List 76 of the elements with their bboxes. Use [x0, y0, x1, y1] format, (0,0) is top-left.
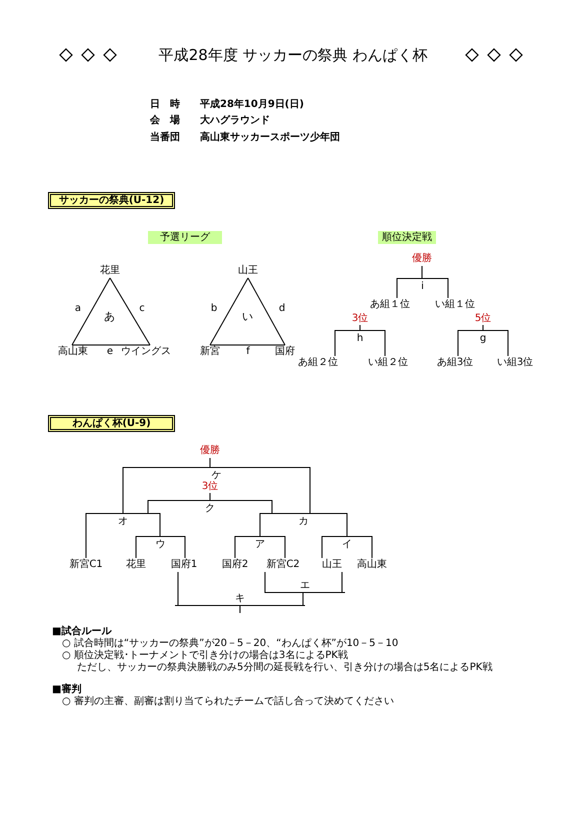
triangle-side: [72, 278, 110, 346]
result-label: 5位: [471, 312, 495, 325]
bracket-match-label: エ: [265, 580, 345, 593]
edge-label: c: [137, 302, 147, 314]
info-label: 会 場: [150, 115, 180, 127]
team-name: 山王: [233, 264, 263, 278]
bracket-match-label: カ: [260, 513, 347, 526]
team-name: 花里: [122, 558, 150, 572]
section-heading: サッカーの祭典(U-12): [48, 192, 175, 209]
bracket-line: [346, 512, 348, 536]
rules-heading: ■審判: [52, 684, 82, 696]
triangle-side: [210, 278, 248, 346]
rule-text: ただし、サッカーの祭典決勝戦のみ5分間の延長戦を行い、引き分けの場合は5名によるPK戦: [77, 662, 492, 674]
bracket-match-label: ウ: [136, 536, 185, 549]
section-heading: わんぱく杯(U-9): [48, 415, 175, 432]
bracket-match-label: ケ: [123, 467, 310, 480]
team-name: い組3位: [492, 356, 538, 370]
team-name: 花里: [95, 264, 125, 278]
info-value: 高山東サッカースポーツ少年団: [200, 132, 340, 144]
triangle-side: [110, 278, 150, 346]
team-name: 国府1: [164, 558, 204, 572]
team-name: 新宮C2: [262, 558, 304, 572]
team-name: い組２位: [365, 356, 411, 370]
bracket-match-label: g: [458, 330, 508, 343]
team-name: 新宮: [196, 345, 224, 359]
info-value: 大ハグラウンド: [200, 115, 270, 127]
bracket-match-label: ア: [235, 536, 285, 549]
bracket-line: [396, 278, 398, 298]
edge-label: d: [277, 302, 287, 314]
page-title: 平成28年度 サッカーの祭典 わんぱく杯: [158, 46, 428, 64]
team-name: あ組１位: [367, 298, 413, 312]
bracket-match-label: キ: [175, 594, 305, 606]
bracket-match-label: イ: [322, 536, 372, 549]
triangle-side: [248, 278, 286, 346]
result-label: 優勝: [407, 252, 437, 266]
subheading-label: 順位決定戦: [378, 231, 436, 244]
team-name: 高山東: [55, 345, 91, 359]
rule-text: ○ 審判の主審、副審は割り当てられたチームで話し合って決めてください: [62, 696, 394, 708]
team-name: 新宮C1: [66, 558, 106, 572]
result-label: 3位: [198, 480, 222, 493]
team-name: ウイングス: [118, 345, 174, 359]
edge-label: a: [73, 302, 83, 314]
bracket-line: [284, 536, 286, 558]
rule-text: ○ 試合時間は“サッカーの祭典”が20－5－20、“わんぱく杯”が10－5－10: [62, 638, 398, 650]
result-label: 3位: [348, 312, 372, 325]
info-label: 当番団: [150, 132, 180, 144]
info-label: 日 時: [150, 99, 180, 111]
triangle-side: [72, 344, 150, 346]
team-name: い組１位: [432, 298, 478, 312]
bracket-line: [302, 592, 304, 606]
rule-text: ○ 順位決定戦･トーナメントで引き分けの場合は3名によるPK戦: [62, 650, 348, 662]
team-name: あ組3位: [432, 356, 478, 370]
bracket-line: [264, 572, 266, 594]
bracket-line: [334, 330, 336, 356]
group-letter: い: [242, 311, 253, 323]
team-name: 山王: [318, 558, 346, 572]
info-value: 平成28年10月9日(日): [200, 99, 304, 111]
triangle-side: [210, 344, 286, 346]
bracket-line: [234, 536, 236, 558]
bracket-line: [122, 466, 124, 514]
bracket-match-label: オ: [86, 513, 160, 526]
bracket-match-label: ク: [148, 500, 272, 513]
team-name: あ組２位: [295, 356, 341, 370]
edge-label: b: [209, 302, 219, 314]
bracket-line: [184, 536, 186, 558]
rules-heading: ■試合ルール: [52, 626, 112, 638]
bracket-line: [482, 324, 484, 330]
result-label: 優勝: [195, 444, 225, 458]
team-name: 国府: [271, 345, 299, 359]
group-letter: あ: [104, 311, 115, 323]
team-name: 高山東: [354, 558, 390, 572]
bracket-line: [384, 330, 386, 356]
bracket-match-label: h: [335, 330, 385, 343]
bracket-match-label: i: [397, 278, 448, 291]
team-name: 国府2: [215, 558, 255, 572]
subheading-label: 予選リーグ: [148, 231, 222, 244]
